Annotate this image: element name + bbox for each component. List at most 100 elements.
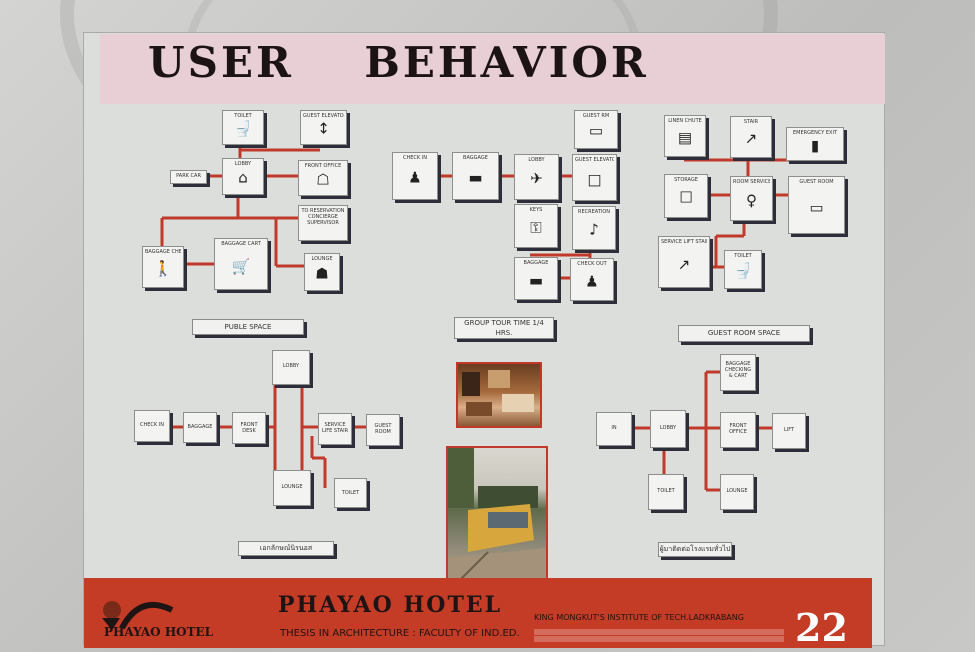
box-label: BAGGAGE — [455, 155, 496, 161]
guest-elevator-2-box: GUEST ELEVATOR □ — [572, 154, 617, 201]
stair-icon: ↗ — [745, 132, 758, 147]
storage-icon: ☐ — [679, 191, 692, 206]
credit-lines — [534, 628, 784, 648]
sheet-number: 22 — [795, 605, 848, 650]
storage-box: STORAGE ☐ — [664, 174, 708, 218]
guest-room-space-label: GUEST ROOM SPACE — [678, 325, 810, 342]
check-out-box: CHECK OUT ♟ — [570, 258, 614, 301]
box-label: TO RESERVATION CONCIERGE SUPERVISOR — [301, 208, 345, 226]
concierge-box: TO RESERVATION CONCIERGE SUPERVISOR — [298, 205, 348, 241]
br-front-office-box: FRONT OFFICE — [720, 412, 756, 448]
logo-text: PHAYAO HOTEL — [104, 625, 213, 639]
lounge-box: LOUNGE ☗ — [304, 253, 340, 291]
box-label: TOILET — [727, 253, 759, 259]
person-walk-icon: ✈ — [530, 172, 543, 187]
interior-scene — [458, 364, 540, 426]
box-label: LINEN CHUTE — [667, 118, 703, 124]
music-icon: ♪ — [589, 223, 599, 238]
bl-lobby-box: LOBBY — [272, 350, 310, 385]
bl-front-desk-box: FRONT DESK — [232, 412, 266, 444]
box-label: BAGGAGE CART — [217, 241, 265, 247]
box-label: GUEST RM — [577, 113, 615, 119]
box-label: CHECK OUT — [573, 261, 611, 267]
exit-sign-icon: ▮ — [811, 138, 819, 153]
service-lift-box: SERVICE LIFT STAIR ↗ — [658, 236, 710, 288]
baggage-box: BAGGAGE ▬ — [452, 152, 499, 200]
elevator-icon: ↕ — [317, 122, 330, 137]
guest-elevator-box: GUEST ELEVATOR ↕ — [300, 110, 347, 145]
box-label: LOBBY — [653, 425, 683, 431]
box-label: FRONT DESK — [235, 422, 263, 434]
box-label: LOBBY — [517, 157, 556, 163]
baggage-2-box: BAGGAGE ▬ — [514, 257, 558, 300]
toilet-icon: 🚽 — [234, 122, 253, 137]
box-label: SERVICE LIFT STAIR — [661, 239, 707, 245]
box-label: TOILET — [225, 113, 261, 119]
br-lift-box: LIFT — [772, 413, 806, 449]
stair-box: STAIR ↗ — [730, 116, 772, 158]
br-lounge-box: LOUNGE — [720, 474, 754, 510]
box-label: RECREATION — [575, 209, 613, 215]
guest-rm-box: GUEST RM ▭ — [574, 110, 618, 149]
toilet-2-box: TOILET 🚽 — [724, 250, 762, 289]
lobby-walk-box: LOBBY ✈ — [514, 154, 559, 200]
box-label: CHECK IN — [137, 422, 167, 428]
br-lobby-box: LOBBY — [650, 410, 686, 448]
box-label: SERVICE LIFE STAIR — [321, 422, 349, 434]
public-space-label: PUBLE SPACE — [192, 319, 304, 335]
thesis-line: THESIS IN ARCHITECTURE : FACULTY OF IND.… — [280, 628, 520, 639]
br-toilet-box: TOILET — [648, 474, 684, 510]
key-icon: ⚿ — [530, 221, 541, 236]
box-label: LOUNGE — [723, 488, 751, 494]
box-label: BAGGAGE — [186, 424, 214, 430]
toilet-box: TOILET 🚽 — [222, 110, 264, 145]
cart-icon: 🛒 — [232, 259, 251, 274]
box-label: STAIR — [733, 119, 769, 125]
luggage-icon: ▬ — [529, 273, 543, 288]
box-label: ROOM SERVICE — [733, 179, 770, 185]
bl-service-lift-box: SERVICE LIFE STAIR — [318, 413, 352, 445]
toilet-icon: 🚽 — [734, 264, 753, 279]
bl-check-in-box: CHECK IN — [134, 410, 170, 442]
box-label: GUEST ELEVATOR — [303, 113, 344, 119]
person-icon: 🚶 — [154, 262, 173, 277]
box-label: GUEST ELEVATOR — [575, 157, 614, 163]
box-label: TOILET — [337, 490, 364, 496]
box-label: FRONT OFFICE — [723, 423, 753, 435]
person-desk-icon: ♟ — [585, 274, 598, 289]
box-label: LOUNGE — [307, 256, 337, 262]
lobby-icon: ⌂ — [238, 171, 248, 186]
chute-icon: ▤ — [678, 131, 692, 146]
baggage-cart-box: BAGGAGE CART 🛒 — [214, 238, 268, 290]
train-scene — [448, 448, 546, 584]
photo-hotel-interior — [456, 362, 542, 428]
sofa-icon: ☗ — [315, 266, 328, 281]
front-desk-icon: ☖ — [316, 172, 329, 187]
bl-guest-room-box: GUEST ROOM — [366, 414, 400, 446]
linen-chute-box: LINEN CHUTE ▤ — [664, 115, 706, 157]
check-in-box: CHECK IN ♟ — [392, 152, 438, 200]
box-label: BAGGAGE CHECKING — [145, 249, 181, 255]
luggage-icon: ▬ — [468, 171, 482, 186]
elevator-icon: □ — [587, 172, 601, 187]
bed-icon: ▭ — [809, 200, 823, 215]
caption-left: เอกลักษณ์นิรนอส — [238, 541, 334, 556]
bl-toilet-box: TOILET — [334, 478, 367, 508]
park-car-box: PARK CAR — [170, 170, 207, 184]
hotel-name: PHAYAO HOTEL — [278, 592, 502, 618]
box-label: CHECK IN — [395, 155, 435, 161]
guest-room-box: GUEST ROOM ▭ — [788, 176, 845, 234]
box-label: EMERGENCY EXIT — [789, 130, 841, 136]
baggage-checking-box: BAGGAGE CHECKING 🚶 — [142, 246, 184, 288]
bl-lounge-box: LOUNGE — [273, 470, 311, 506]
box-label: LIFT — [775, 427, 803, 433]
br-in-box: IN — [596, 412, 632, 446]
box-label: STORAGE — [667, 177, 705, 183]
person-desk-icon: ♟ — [408, 171, 421, 186]
stair-icon: ↗ — [678, 257, 691, 272]
group-tour-label: GROUP TOUR TIME 1/4 HRS. — [454, 317, 554, 339]
box-label: PARK CAR — [173, 173, 204, 179]
box-label: FRONT OFFICE — [301, 163, 345, 169]
box-label: BAGGAGE CHECKING & CART — [723, 361, 753, 379]
box-label: TOILET — [651, 488, 681, 494]
